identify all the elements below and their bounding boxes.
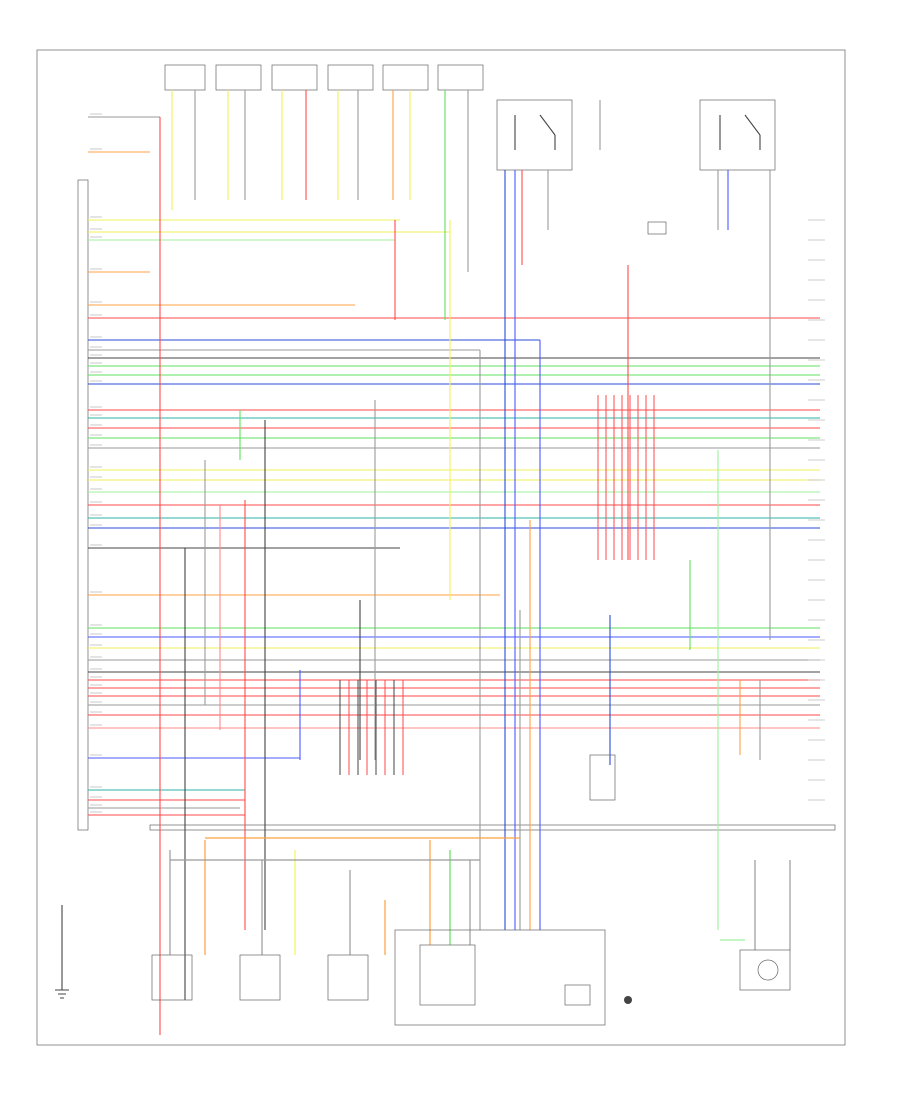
- vertical-wires: [159, 90, 791, 1035]
- transmission-box: [394, 929, 606, 1026]
- injector-2-box: [239, 954, 281, 1001]
- pcm-connector: [77, 179, 89, 831]
- relay-right-switch: [719, 114, 761, 150]
- injector-1-box: [151, 954, 193, 1001]
- knock-sensor-icon: [624, 996, 632, 1004]
- speed-sensor-box: [739, 949, 791, 991]
- pin-label-marks: [90, 113, 825, 813]
- fuse-connector-3: [271, 64, 318, 91]
- fuse-connector-2: [215, 64, 262, 91]
- relay-left-box: [496, 99, 573, 171]
- ground-bus: [149, 824, 836, 831]
- relay-left-switch: [514, 114, 556, 150]
- fuse-connector-1: [164, 64, 206, 91]
- throttle-sensor-box: [589, 754, 616, 801]
- fuse-connector-6: [437, 64, 484, 91]
- bottom-components: [151, 221, 791, 1026]
- diagram-frame: [36, 49, 846, 1046]
- fuse-connector-4: [327, 64, 374, 91]
- fuse-connector-5: [382, 64, 429, 91]
- transmission-solenoids: [419, 944, 476, 1006]
- transmission-sensor: [564, 984, 591, 1006]
- relay-right-box: [699, 99, 776, 171]
- speed-sensor-coil: [757, 959, 779, 981]
- pcm-wire-bundle: [88, 116, 820, 816]
- fuse-box-connectors: [164, 64, 484, 91]
- ground-symbol: [55, 905, 69, 999]
- injector-3-box: [327, 954, 369, 1001]
- oxygen-sensor: [647, 221, 667, 235]
